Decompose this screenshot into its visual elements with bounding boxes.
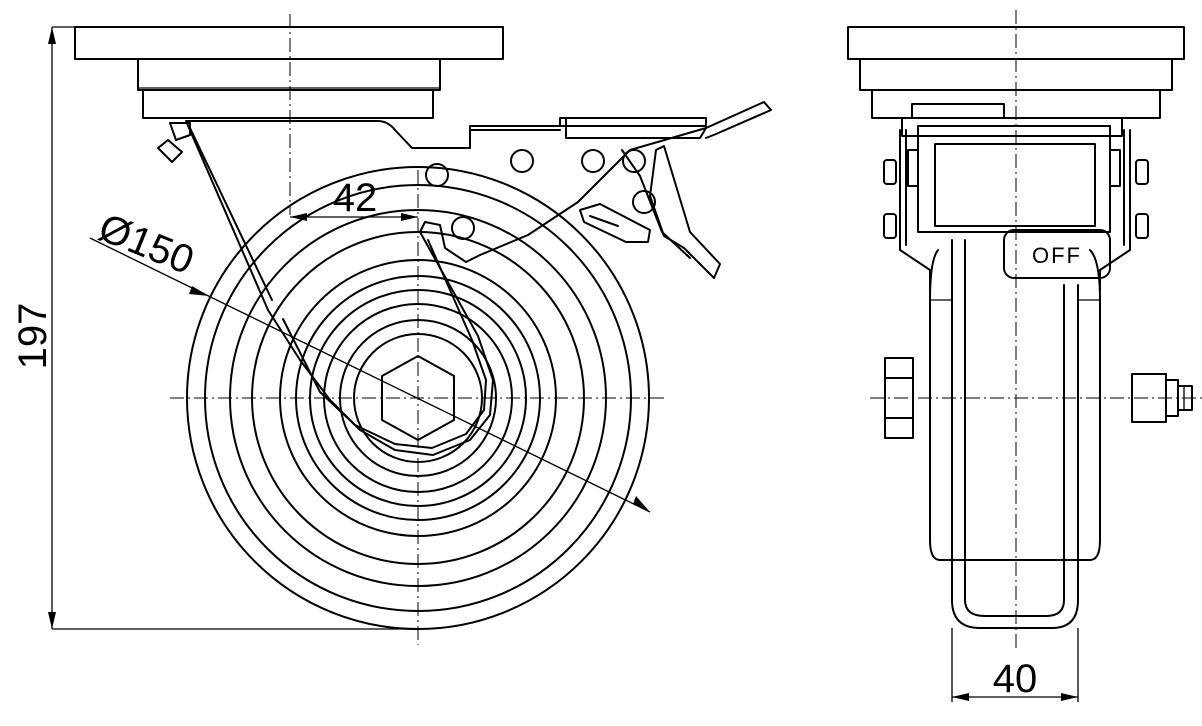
height-dimension: 197 [11, 26, 418, 630]
diameter-dimension: Ø150 [89, 206, 651, 513]
brake-state-label: OFF [1032, 243, 1082, 268]
caster-end-view: OFF [847, 10, 1202, 650]
caster-side-view [74, 14, 772, 645]
brake-pedal-arm [649, 145, 721, 279]
width-dimension-value: 40 [993, 657, 1038, 701]
end-view-wheel [929, 239, 1101, 629]
swivel-bearing [142, 89, 434, 119]
height-dimension-value: 197 [11, 303, 55, 370]
grease-nipple [157, 122, 191, 163]
offset-dimension: 42 [290, 176, 418, 221]
brake-off-tab [1003, 229, 1111, 279]
offset-dimension-value: 42 [333, 176, 378, 220]
end-view-rivets [883, 149, 1149, 239]
brake-lever [565, 101, 772, 139]
swivel-head [137, 58, 441, 91]
top-mounting-plate [74, 26, 504, 60]
diameter-dimension-value: Ø150 [93, 206, 200, 283]
width-dimension: 40 [951, 628, 1079, 702]
